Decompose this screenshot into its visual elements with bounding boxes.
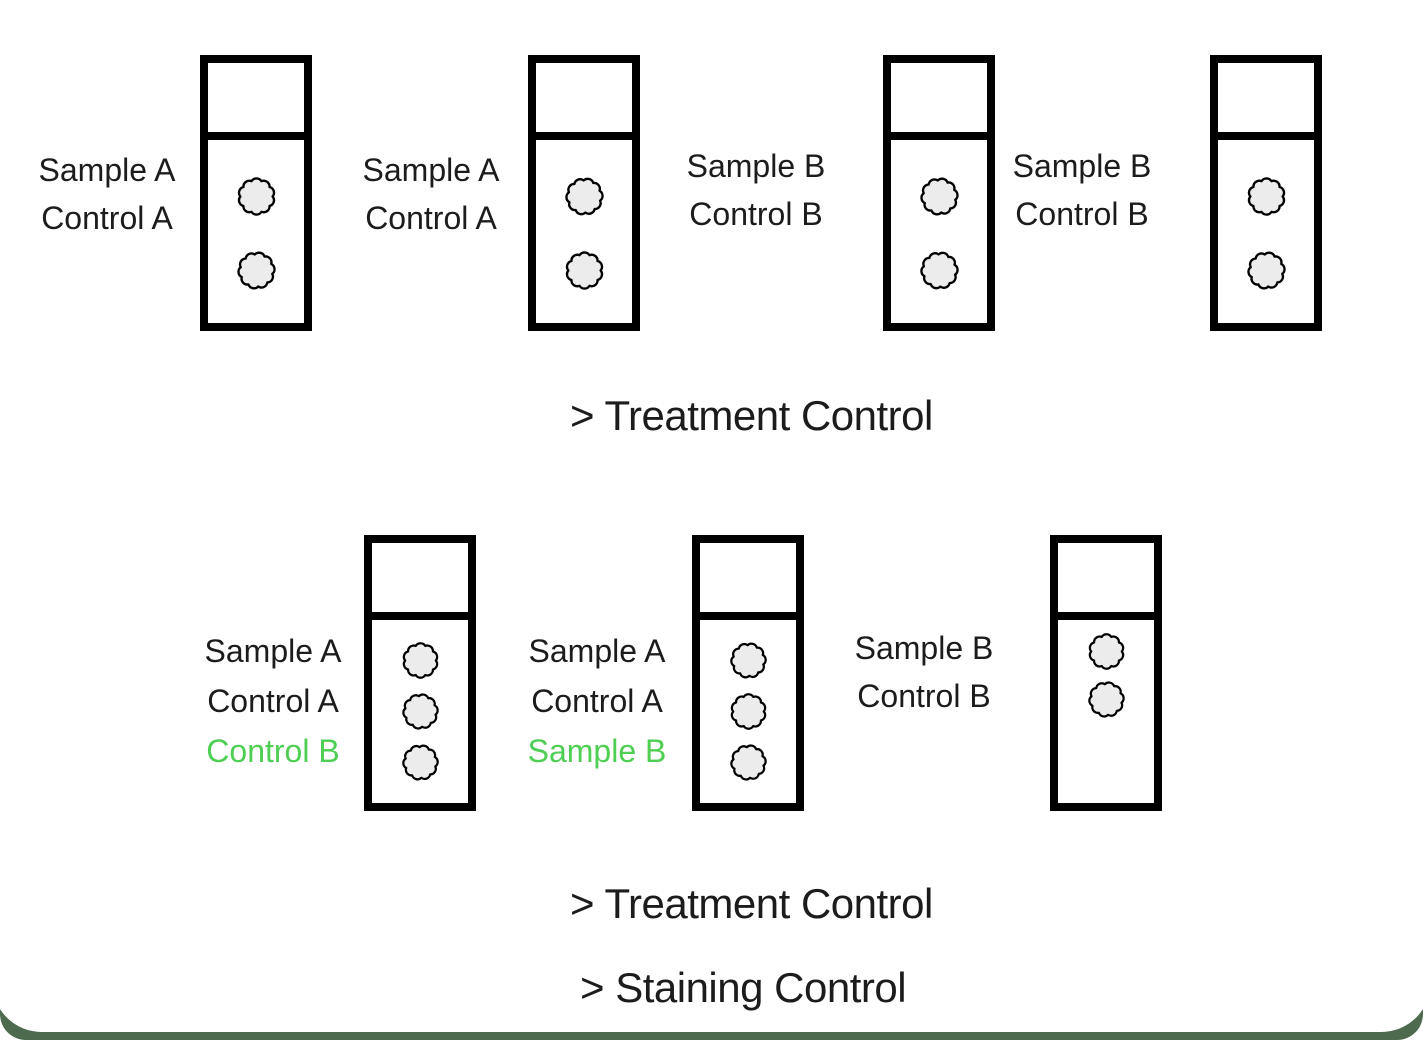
sample-label-group: Sample B Control B [666,142,846,238]
sample-label: Control B [689,196,823,232]
sample-label: Control A [207,683,339,719]
sample-label-group: Sample A Control A Control B [183,626,363,776]
caption-treatment-control: > Treatment Control [570,880,933,927]
slide [1210,55,1322,331]
cell-cluster-icon [402,642,438,679]
slide [200,55,312,331]
slide-frosted-end [1058,543,1154,620]
slide-frosted-end [372,543,468,620]
slide-frosted-end [536,63,632,140]
cell-cluster-icon [1087,681,1125,718]
sample-label: Sample A [528,633,666,669]
cell-cluster-icon [237,177,275,216]
slide-specimen-area [700,620,796,803]
cell-cluster-icon [401,744,439,781]
slide [364,535,476,811]
cell-cluster-icon [564,177,604,216]
slide-frosted-end [891,63,987,140]
slide [692,535,804,811]
cell-cluster-icon [1088,633,1124,670]
slide-frosted-end [700,543,796,620]
cell-cluster-icon [1246,251,1286,290]
slide-frosted-end [1218,63,1314,140]
sample-label: Control B [1015,196,1149,232]
sample-label: Sample A [362,152,500,188]
cell-cluster-icon [565,251,603,290]
sample-label: Sample B [1012,148,1152,184]
sample-label: Control B [857,678,991,714]
slide-specimen-area [208,140,304,323]
cell-cluster-icon [919,177,959,216]
sample-label-group: Sample B Control B [992,142,1172,238]
sample-label: Sample A [38,152,176,188]
sample-label: Control A [41,200,173,236]
slide-frosted-end [208,63,304,140]
slide-specimen-area [1058,620,1154,803]
cell-cluster-icon [401,693,439,730]
sample-label-highlighted: Control B [206,733,340,769]
cell-cluster-icon [730,693,766,730]
caption-treatment-control: > Treatment Control [570,392,933,439]
slide-specimen-area [891,140,987,323]
slide [883,55,995,331]
sample-label: Sample A [204,633,342,669]
caption-staining-control: > Staining Control [580,964,907,1011]
sample-label: Control A [531,683,663,719]
cell-cluster-icon [1247,177,1285,216]
sample-label: Sample B [686,148,826,184]
cell-cluster-icon [919,251,959,290]
slide [1050,535,1162,811]
sample-label-group: Sample A Control A [17,146,197,242]
cell-cluster-icon [729,744,767,781]
cell-cluster-icon [236,251,276,290]
slide-specimen-area [1218,140,1314,323]
sample-label-group: Sample A Control A Sample B [507,626,687,776]
sample-label: Sample B [854,630,994,666]
sample-label-group: Sample A Control A [341,146,521,242]
slide-specimen-area [536,140,632,323]
slide-specimen-area [372,620,468,803]
slide [528,55,640,331]
sample-label: Control A [365,200,497,236]
sample-label-highlighted: Sample B [527,733,667,769]
cell-cluster-icon [729,642,767,679]
sample-label-group: Sample B Control B [834,624,1014,720]
